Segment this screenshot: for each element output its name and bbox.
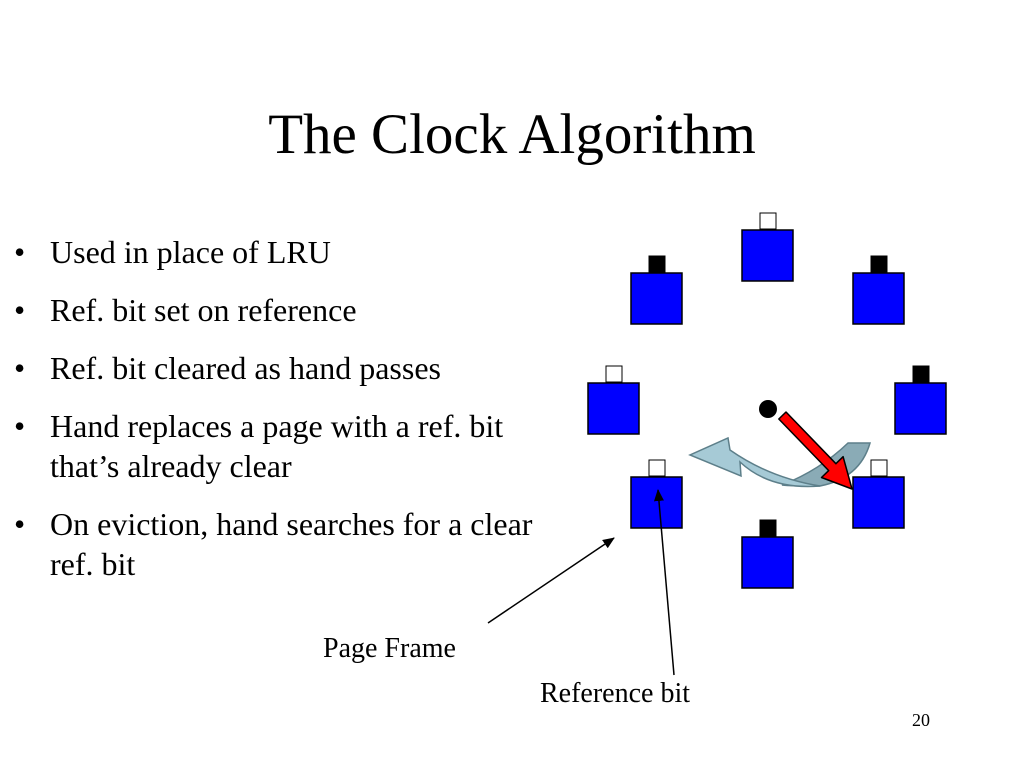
page-frame-pointer — [487, 537, 615, 624]
bullet-dot-icon: • — [14, 234, 26, 270]
slide-title: The Clock Algorithm — [268, 103, 756, 166]
ref-bit — [912, 365, 930, 383]
page-frame — [630, 476, 683, 529]
reference-bit-label: Reference bit — [540, 678, 691, 709]
ref-bit — [870, 255, 888, 273]
bullet-dot-icon: • — [14, 292, 26, 328]
page-frame — [852, 476, 905, 529]
bullet-text: Used in place of LRU — [50, 234, 331, 270]
bullet-list: • Used in place of LRU • Ref. bit set on r… — [14, 232, 554, 602]
frame-left — [587, 365, 640, 435]
page-frame — [894, 382, 947, 435]
ref-bit — [759, 519, 777, 537]
bullet-text: Ref. bit set on reference — [50, 292, 357, 328]
page-frame — [630, 272, 683, 325]
reference-bit-pointer — [653, 489, 675, 676]
frame-top-right — [852, 255, 905, 325]
clock-hand-arrow — [778, 411, 853, 490]
bullet-item: • Ref. bit set on reference — [14, 290, 554, 330]
bullet-text: Hand replaces a page with a ref. bit tha… — [50, 408, 504, 484]
ref-bit — [648, 459, 666, 477]
frame-top-left — [630, 255, 683, 325]
bullet-item: • Ref. bit cleared as hand passes — [14, 348, 554, 388]
frame-bottom-left — [630, 459, 683, 529]
page-frame — [741, 229, 794, 282]
page-frame — [587, 382, 640, 435]
page-number: 20 — [912, 710, 930, 730]
bullet-dot-icon: • — [14, 506, 26, 542]
bullet-item: • On eviction, hand searches for a clear … — [14, 504, 550, 584]
clock-hand — [759, 400, 853, 490]
frame-bottom — [741, 519, 794, 589]
rotation-arrow-head-shape — [688, 436, 821, 488]
bullet-text: Ref. bit cleared as hand passes — [50, 350, 441, 386]
clock-pivot-icon — [759, 400, 777, 418]
bullet-item: • Used in place of LRU — [14, 232, 554, 272]
frame-right — [894, 365, 947, 435]
ref-bit — [648, 255, 666, 273]
page-frame — [741, 536, 794, 589]
bullet-dot-icon: • — [14, 408, 26, 444]
frame-top — [741, 212, 794, 282]
ref-bit — [870, 459, 888, 477]
bullet-dot-icon: • — [14, 350, 26, 386]
frame-bottom-right — [852, 459, 905, 529]
ref-bit — [605, 365, 623, 383]
page-frame — [852, 272, 905, 325]
bullet-item: • Hand replaces a page with a ref. bit th… — [14, 406, 520, 486]
bullet-text: On eviction, hand searches for a clear r… — [50, 506, 533, 582]
ref-bit — [759, 212, 777, 230]
page-frame-label: Page Frame — [323, 633, 456, 664]
